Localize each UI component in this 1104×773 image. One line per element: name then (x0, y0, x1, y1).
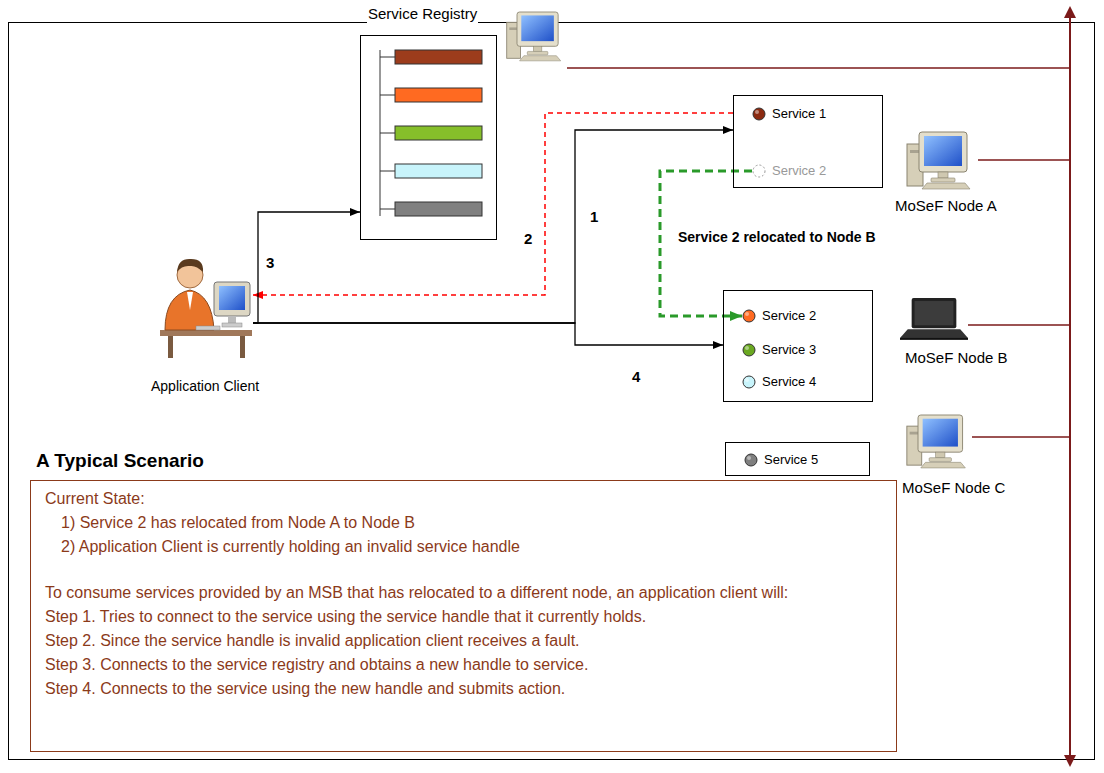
node-label: MoSeF Node B (904, 349, 1009, 367)
relocated-service-dot (752, 164, 766, 178)
scenario-line: Step 1. Tries to connect to the service … (45, 605, 882, 629)
callout-number: 1 (588, 208, 600, 225)
computer-icon (907, 415, 966, 468)
callout-number: 2 (522, 230, 534, 247)
computer-icon (907, 132, 970, 189)
service-dot (742, 375, 756, 389)
service-label: Service 1 (772, 106, 826, 121)
computer-icon (507, 12, 561, 61)
service-dot (742, 309, 756, 323)
dot-highlight (745, 378, 749, 382)
laptop-icon (900, 298, 968, 340)
service-label: Service 4 (762, 374, 816, 389)
node-label: MoSeF Node A (894, 197, 998, 215)
service-label: Service 2 (762, 308, 816, 323)
scenario-line: Step 3. Connects to the service registry… (45, 653, 882, 677)
dot-shape (745, 454, 757, 466)
service-dot (742, 343, 756, 357)
dot-shape (743, 310, 755, 322)
scenario-line: To consume services provided by an MSB t… (45, 581, 882, 605)
edge-label: Service 2 relocated to Node B (676, 229, 878, 245)
dot-highlight (745, 346, 749, 350)
scenario-text: Current State:1) Service 2 has relocated… (31, 481, 896, 709)
dot-shape (743, 376, 755, 388)
dot-shape (753, 108, 765, 120)
service-dot (744, 453, 758, 467)
node-label: MoSeF Node C (901, 479, 1006, 497)
person-icon (160, 259, 252, 358)
node-box: MoSeF Node AService 1Service 2 (733, 95, 883, 188)
scenario-line: 2) Application Client is currently holdi… (45, 535, 882, 559)
registry-box: Service Registry (360, 35, 497, 240)
node-box: MoSeF Node BService 2Service 3Service 4 (723, 290, 873, 402)
registry-entries (380, 50, 482, 216)
network-bus (567, 6, 1076, 767)
dot-shape (753, 165, 765, 177)
service-item: Service 4 (742, 373, 816, 391)
callout-number: 3 (264, 254, 276, 271)
service-item: Service 3 (742, 341, 816, 359)
service-dot (752, 107, 766, 121)
scenario-line: Current State: (45, 487, 882, 511)
connector-arrow (253, 323, 723, 345)
outer-frame (9, 23, 1095, 760)
dot-highlight (755, 110, 759, 114)
service-item: Service 1 (752, 105, 826, 123)
dot-highlight (745, 312, 749, 316)
connector-arrow (253, 212, 360, 323)
scenario-box: A Typical ScenarioCurrent State:1) Servi… (30, 480, 897, 752)
dot-highlight (747, 456, 751, 460)
callout-number: 4 (630, 368, 642, 385)
node-box: MoSeF Node CService 5 (725, 442, 870, 476)
client-label: Application Client (150, 378, 260, 395)
client-node: Application Client (158, 250, 253, 360)
service-label: Service 3 (762, 342, 816, 357)
scenario-heading: A Typical Scenario (36, 450, 204, 473)
service-item: Service 2 (752, 162, 826, 180)
scenario-line: Step 4. Connects to the service using th… (45, 677, 882, 701)
dot-shape (743, 344, 755, 356)
service-label: Service 5 (764, 452, 818, 467)
scenario-line: 1) Service 2 has relocated from Node A t… (45, 511, 882, 535)
node-label: Service Registry (367, 5, 478, 23)
scenario-line: Step 2. Since the service handle is inva… (45, 629, 882, 653)
service-item: Service 5 (744, 451, 818, 469)
service-label: Service 2 (772, 163, 826, 178)
service-item: Service 2 (742, 307, 816, 325)
